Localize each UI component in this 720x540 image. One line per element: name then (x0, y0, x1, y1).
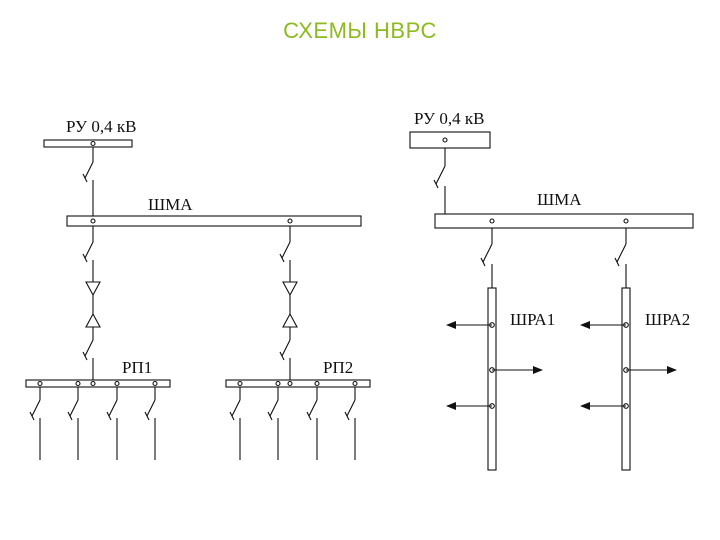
right-main-breaker (433, 165, 446, 214)
left-source-label: РУ 0,4 кВ (66, 117, 136, 136)
left-source-node (90, 140, 96, 147)
left-source-bus (43, 139, 133, 148)
panel-2-label: РП2 (323, 358, 353, 377)
panel-1-outgoing-lines (29, 387, 156, 460)
riser-1-label: ШРА1 (510, 310, 555, 329)
left-feeder-1 (82, 226, 101, 380)
right-busbar (434, 213, 694, 229)
panel-2-outgoing-lines (229, 387, 356, 460)
left-scheme (25, 139, 371, 460)
riser-2 (621, 287, 631, 471)
slide-title: СХЕМЫ НВРС (283, 18, 437, 43)
left-feeder-2 (279, 226, 298, 380)
riser-2-feeder (614, 228, 627, 288)
left-main-breaker (82, 161, 94, 216)
riser-1 (487, 287, 497, 471)
right-source-bus (409, 131, 491, 149)
riser-2-label: ШРА2 (645, 310, 690, 329)
panel-2-bus (225, 379, 371, 388)
left-busbar (66, 215, 362, 227)
riser-1-feeder (480, 228, 493, 288)
panel-1-label: РП1 (122, 358, 152, 377)
right-source-label: РУ 0,4 кВ (414, 109, 484, 128)
right-source-node (442, 137, 448, 143)
panel-1-bus (25, 379, 171, 388)
right-busbar-label: ШМА (537, 190, 582, 209)
left-busbar-label: ШМА (148, 195, 193, 214)
right-scheme (409, 131, 694, 471)
